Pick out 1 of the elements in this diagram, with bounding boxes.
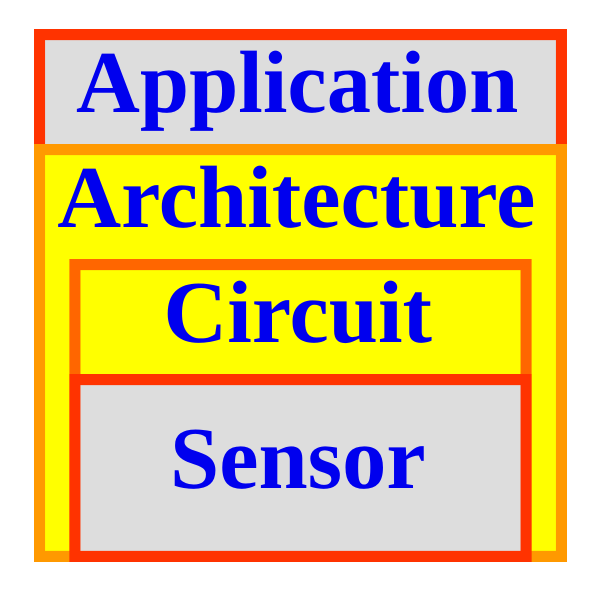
node-box: Sensor — [68, 374, 532, 562]
